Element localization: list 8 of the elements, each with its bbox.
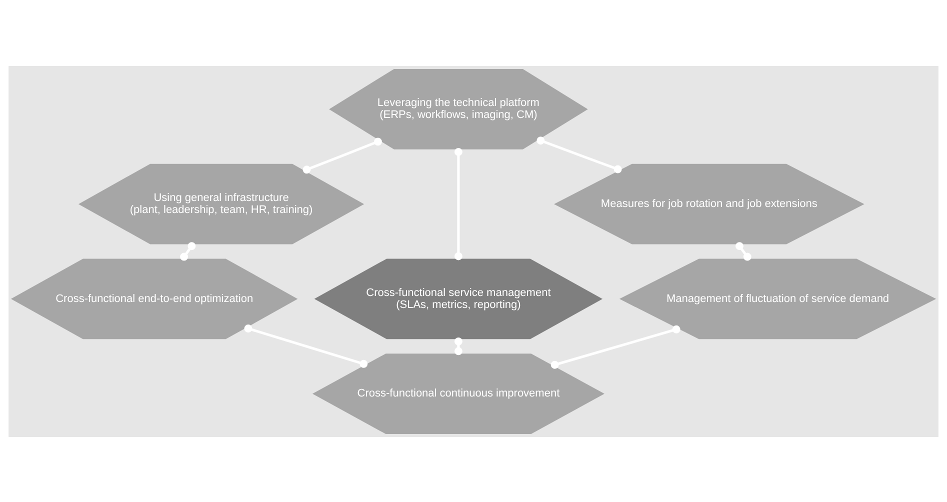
connector [550,324,680,368]
connector [454,147,462,260]
connector [302,137,382,174]
connector [736,242,752,260]
connector [180,242,196,260]
connector [454,336,462,355]
connector [536,136,622,173]
connector [244,324,368,368]
